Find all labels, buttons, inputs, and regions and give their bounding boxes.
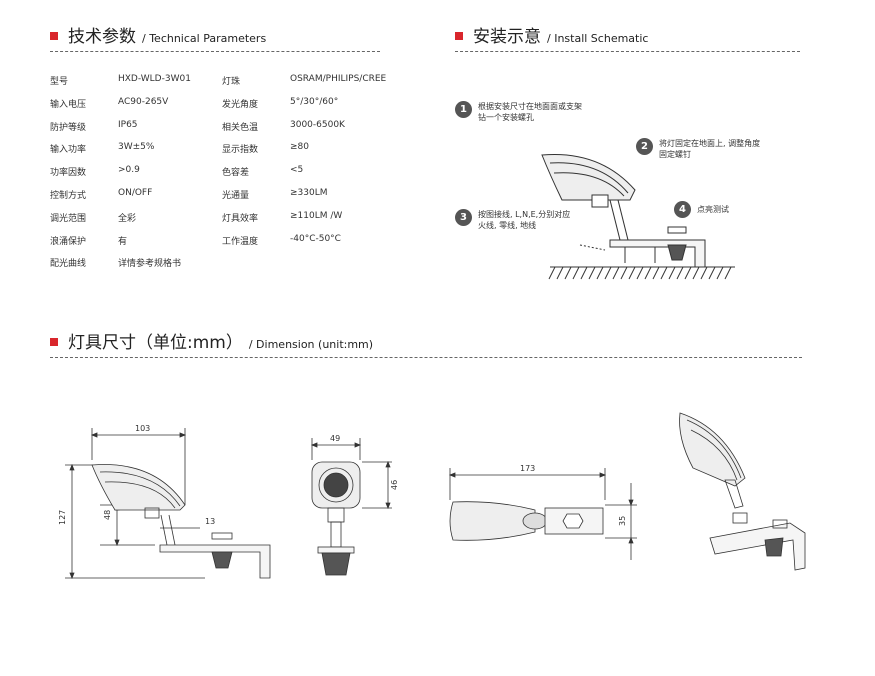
param-label: 显示指数: [222, 145, 259, 156]
param-value: 3W±5%: [118, 142, 155, 153]
param-label: 浪涌保护: [50, 236, 87, 247]
param-label: 光通量: [222, 191, 250, 201]
param-label: 相关色温: [222, 122, 259, 133]
perspective-view-drawing: [679, 412, 806, 571]
step-number-badge: 3: [455, 209, 472, 226]
divider: [50, 357, 802, 358]
dim-side-offset: 13: [205, 517, 215, 526]
install-header: 安装示意 / Install Schematic: [455, 22, 648, 47]
divider: [50, 51, 380, 52]
red-square-icon: [455, 32, 463, 40]
param-value: -40°C-50°C: [290, 233, 341, 244]
step-line-2: 钻一个安装螺孔: [478, 113, 534, 122]
dimension-title-zh: 灯具尺寸（单位:mm）: [68, 333, 243, 353]
param-label: 灯具效率: [222, 213, 259, 224]
red-square-icon: [50, 32, 58, 40]
param-label: 输入功率: [50, 145, 87, 156]
tech-params-header: 技术参数 / Technical Parameters: [50, 22, 266, 47]
install-title-en: / Install Schematic: [547, 32, 649, 45]
step-line-1: 点亮测试: [697, 205, 729, 214]
top-view-drawing: 173 35: [448, 464, 637, 560]
step-number-badge: 2: [636, 138, 653, 155]
front-view-drawing: 49 46: [310, 434, 399, 576]
step-line-2: 火线, 零线, 地线: [478, 221, 537, 230]
param-value: 有: [118, 236, 128, 247]
tech-params-title-zh: 技术参数: [68, 27, 136, 47]
dimension-header: 灯具尺寸（单位:mm） / Dimension (unit:mm): [50, 328, 373, 353]
param-label: 色容差: [222, 168, 250, 179]
step-text: 按图接线, L,N,E,分别对应火线, 零线, 地线: [478, 209, 570, 231]
dim-side-base: 48: [103, 510, 112, 520]
step-number-badge: 1: [455, 101, 472, 118]
step-text: 点亮测试: [697, 204, 729, 215]
install-schematic: [541, 153, 735, 280]
divider: [455, 51, 800, 52]
param-value: 3000-6500K: [290, 119, 345, 130]
param-label: 调光范围: [50, 213, 87, 224]
param-value: ≥330LM: [290, 188, 328, 198]
param-label: 配光曲线: [50, 259, 87, 270]
step-number-badge: 4: [674, 201, 691, 218]
param-value: ≥80: [290, 142, 309, 153]
param-label: 发光角度: [222, 99, 259, 110]
step-line-1: 将灯固定在地面上, 调整角度: [659, 139, 761, 148]
param-label: 输入电压: [50, 99, 87, 110]
dim-top-width: 35: [618, 516, 627, 526]
param-value: ≥110LM /W: [290, 210, 343, 221]
install-title-zh: 安装示意: [473, 27, 541, 47]
param-label: 工作温度: [222, 236, 259, 247]
param-label: 灯珠: [222, 77, 241, 87]
step-text: 将灯固定在地面上, 调整角度固定螺钉: [659, 138, 760, 160]
step-line-1: 按图接线, L,N,E,分别对应: [478, 210, 571, 219]
dim-front-width: 49: [330, 434, 340, 443]
param-value: 5°/30°/60°: [290, 96, 339, 107]
dimension-title-en: / Dimension (unit:mm): [248, 338, 374, 351]
step-line-1: 根据安装尺寸在地面面或支架: [478, 102, 582, 111]
param-label: 功率因数: [50, 168, 87, 179]
param-value: HXD-WLD-3W01: [118, 74, 191, 84]
param-value: ON/OFF: [118, 188, 153, 198]
param-value: IP65: [118, 119, 138, 130]
dim-front-head: 46: [390, 480, 399, 490]
side-view-drawing: 103 127 48 13: [58, 424, 271, 580]
param-value: 详情参考规格书: [118, 259, 182, 270]
param-value: >0.9: [118, 165, 140, 176]
param-label: 控制方式: [50, 191, 87, 201]
param-value: AC90-265V: [118, 96, 169, 107]
red-square-icon: [50, 338, 58, 346]
param-label: 型号: [50, 77, 69, 87]
param-value: <5: [290, 165, 304, 176]
step-text: 根据安装尺寸在地面面或支架钻一个安装螺孔: [478, 101, 582, 123]
param-label: 防护等级: [50, 122, 87, 133]
param-value: OSRAM/PHILIPS/CREE: [290, 74, 387, 84]
param-value: 全彩: [118, 213, 137, 224]
dim-side-width: 103: [135, 424, 150, 433]
step-line-2: 固定螺钉: [659, 150, 691, 159]
dim-top-length: 173: [520, 464, 535, 473]
tech-params-title-en: / Technical Parameters: [142, 32, 267, 45]
dim-side-height: 127: [58, 510, 67, 525]
